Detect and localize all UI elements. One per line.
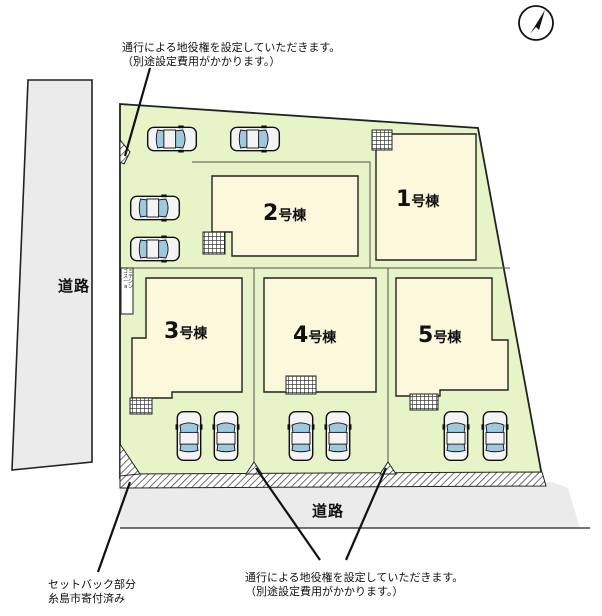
leader-line-top: [123, 67, 152, 157]
car-icon: [129, 193, 181, 223]
leader-line-setback: [96, 481, 132, 573]
house-label-3: 3号棟: [164, 319, 207, 344]
house-number: 4: [293, 323, 309, 348]
car-icon: [286, 410, 316, 462]
house-suffix: 号棟: [411, 194, 440, 210]
entrance-grid-icon: [129, 397, 153, 415]
setback-note-line1: セットバック部分: [48, 578, 136, 591]
easement-note-bottom-line1: 通行による地役権を設定していただきます。: [245, 571, 464, 584]
car-icon: [441, 410, 471, 462]
car-icon: [480, 410, 510, 462]
entrance-grid-icon: [409, 393, 439, 411]
entrance-grid-icon: [371, 129, 393, 151]
house-label-1: 1号棟: [396, 187, 439, 212]
house-suffix: 号棟: [308, 330, 337, 346]
leader-line-bottom-a: [255, 467, 321, 561]
house-number: 1: [396, 187, 412, 212]
house-number: 2: [263, 201, 279, 226]
car-icon: [129, 234, 181, 264]
house-suffix: 号棟: [433, 330, 462, 346]
car-icon: [229, 124, 281, 154]
garbage-station: [120, 267, 134, 315]
setback-note: セットバック部分 糸島市寄付済み: [48, 578, 136, 606]
setback-strip-south: [119, 471, 547, 489]
house-label-4: 4号棟: [293, 323, 336, 348]
road-label-south: 道路: [312, 502, 345, 520]
house-suffix: 号棟: [278, 208, 307, 224]
entrance-grid-icon: [285, 375, 317, 395]
house-4: [263, 277, 377, 393]
easement-note-bottom-line2: （別途設定費用がかかります。）: [245, 585, 404, 598]
house-suffix: 号棟: [179, 326, 208, 342]
entrance-grid-icon: [202, 231, 226, 255]
house-label-5: 5号棟: [418, 323, 461, 348]
easement-note-top-line2: （別途設定費用がかかります。）: [122, 55, 281, 68]
car-icon: [323, 410, 353, 462]
south-road: [120, 482, 580, 528]
house-1: [375, 133, 477, 261]
setback-strip-corner: [119, 442, 141, 477]
house-number: 3: [164, 319, 180, 344]
house-3: [131, 277, 243, 399]
road-label-west: 道路: [58, 277, 91, 295]
easement-note-top: 通行による地役権を設定していただきます。 （別途設定費用がかかります。）: [122, 41, 340, 69]
easement-note-bottom: 通行による地役権を設定していただきます。 （別途設定費用がかかります。）: [245, 571, 463, 599]
setback-note-line2: 糸島市寄付済み: [48, 592, 125, 605]
house-label-2: 2号棟: [263, 201, 306, 226]
leader-line-bottom-b: [344, 467, 388, 561]
car-icon: [146, 124, 198, 154]
car-icon: [211, 410, 241, 462]
house-number: 5: [418, 323, 434, 348]
car-icon: [174, 410, 204, 462]
easement-note-top-line1: 通行による地役権を設定していただきます。: [122, 41, 341, 54]
west-road: [11, 79, 93, 471]
garbage-station-label: ゴミステーション: [123, 269, 134, 290]
north-arrow-icon: [518, 5, 554, 41]
